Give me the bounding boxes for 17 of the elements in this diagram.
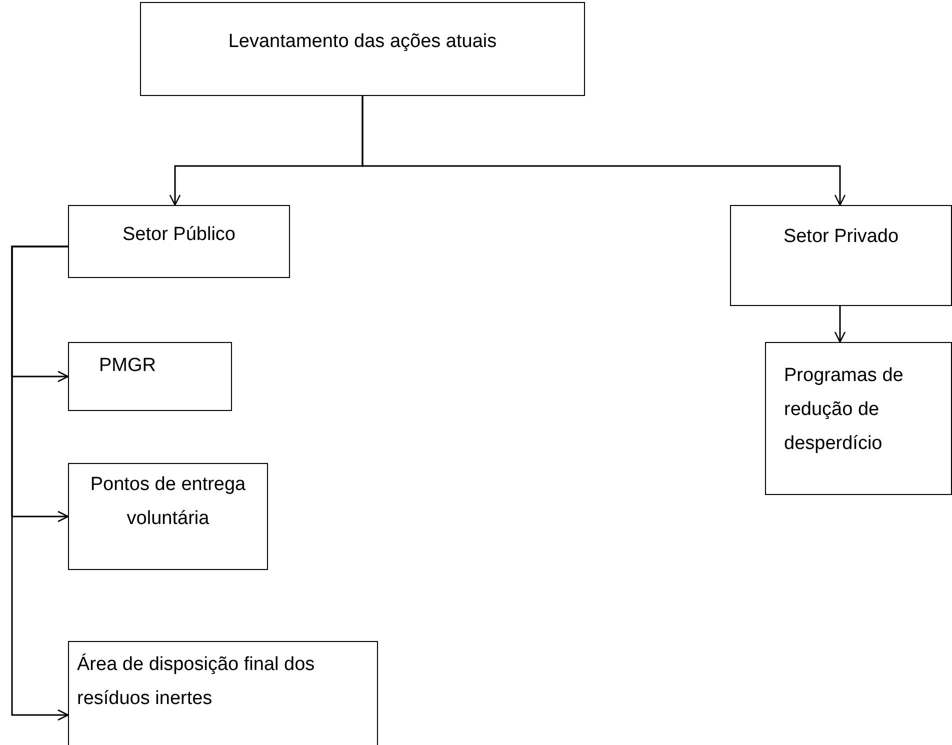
box-label: Pontos de entrega voluntária xyxy=(89,473,247,531)
process-box xyxy=(68,641,378,745)
box-label: Programas de redução de desperdício xyxy=(784,364,904,456)
box-label: Área de disposição final dos resíduos inertes xyxy=(77,652,316,711)
box-label: Levantamento das ações atuais xyxy=(227,30,498,54)
box-label: PMGR xyxy=(99,354,156,378)
process-box xyxy=(730,205,952,306)
box-label: Setor Privado xyxy=(782,225,900,249)
process-box xyxy=(140,2,585,96)
process-box xyxy=(68,463,268,570)
connector-arrow xyxy=(362,96,846,206)
process-box xyxy=(68,342,232,411)
process-box xyxy=(765,342,952,495)
connector-arrow xyxy=(11,246,69,721)
connector-arrow xyxy=(834,306,846,343)
process-box xyxy=(68,205,290,278)
box-label: Setor Público xyxy=(121,223,236,247)
